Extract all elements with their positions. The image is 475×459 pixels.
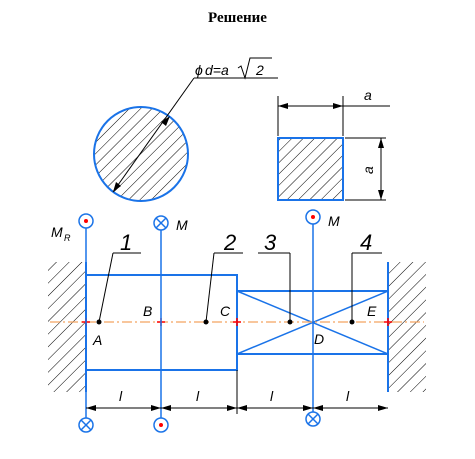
reaction-moment-top-symbol	[78, 213, 94, 229]
diameter-root-value: 2	[255, 62, 264, 78]
section-points	[96, 319, 355, 325]
moment-d-label: M	[328, 213, 340, 229]
moment-b-top-symbol	[153, 215, 169, 231]
point-d-label: D	[314, 331, 324, 347]
length-1-label: l	[119, 388, 123, 404]
reaction-moment-subscript: R	[64, 233, 71, 243]
length-dimension-line	[86, 370, 388, 414]
width-arrow-left	[278, 103, 288, 109]
section-2-leader	[205, 252, 215, 323]
point-a-label: A	[92, 332, 102, 348]
section-1-leader	[98, 252, 114, 323]
round-cross-section: ϕ d=a 2	[93, 57, 278, 202]
left-wall	[48, 262, 86, 392]
round-section-outline	[93, 106, 189, 202]
diameter-arrow-end	[161, 116, 170, 126]
moment-d-top-symbol	[305, 209, 321, 225]
right-wall	[388, 262, 426, 392]
left-wall-hatch	[48, 262, 86, 392]
length-3-label: l	[270, 388, 274, 404]
moment-d-bottom-symbol	[305, 411, 321, 427]
point-c-label: C	[220, 303, 231, 319]
square-width-label: a	[364, 87, 372, 103]
square-section-hatch	[278, 138, 343, 200]
length-4-label: l	[346, 388, 350, 404]
diameter-phi: ϕ	[195, 62, 203, 78]
square-cross-section: a a	[277, 87, 390, 201]
diameter-arrow-start	[113, 182, 121, 192]
point-e-label: E	[367, 303, 377, 319]
moment-b-bottom-symbol	[153, 417, 169, 433]
reaction-moment-bottom-symbol	[78, 417, 94, 433]
section-3-number: 3	[264, 230, 277, 255]
section-2-number: 2	[223, 230, 236, 255]
length-arrows	[86, 405, 388, 411]
height-arrow-bottom	[378, 190, 384, 200]
diameter-formula: d=a	[205, 62, 229, 78]
right-wall-hatch	[388, 262, 426, 392]
reaction-moment-label: M	[51, 224, 63, 240]
square-height-label: a	[360, 166, 376, 174]
page-title: Решение	[208, 10, 267, 26]
diameter-dimension-line	[112, 77, 195, 193]
round-section-hatch	[94, 107, 188, 201]
moment-b-label: M	[176, 217, 188, 233]
length-2-label: l	[196, 388, 200, 404]
section-1-number: 1	[120, 230, 132, 255]
square-section-outline	[277, 137, 344, 201]
section-leaders	[98, 252, 382, 323]
section-4-number: 4	[360, 230, 372, 255]
height-arrow-top	[378, 138, 384, 148]
width-arrow-right	[333, 103, 343, 109]
point-b-label: B	[143, 303, 152, 319]
root-sign	[237, 57, 272, 80]
moment-lines	[85, 224, 314, 418]
